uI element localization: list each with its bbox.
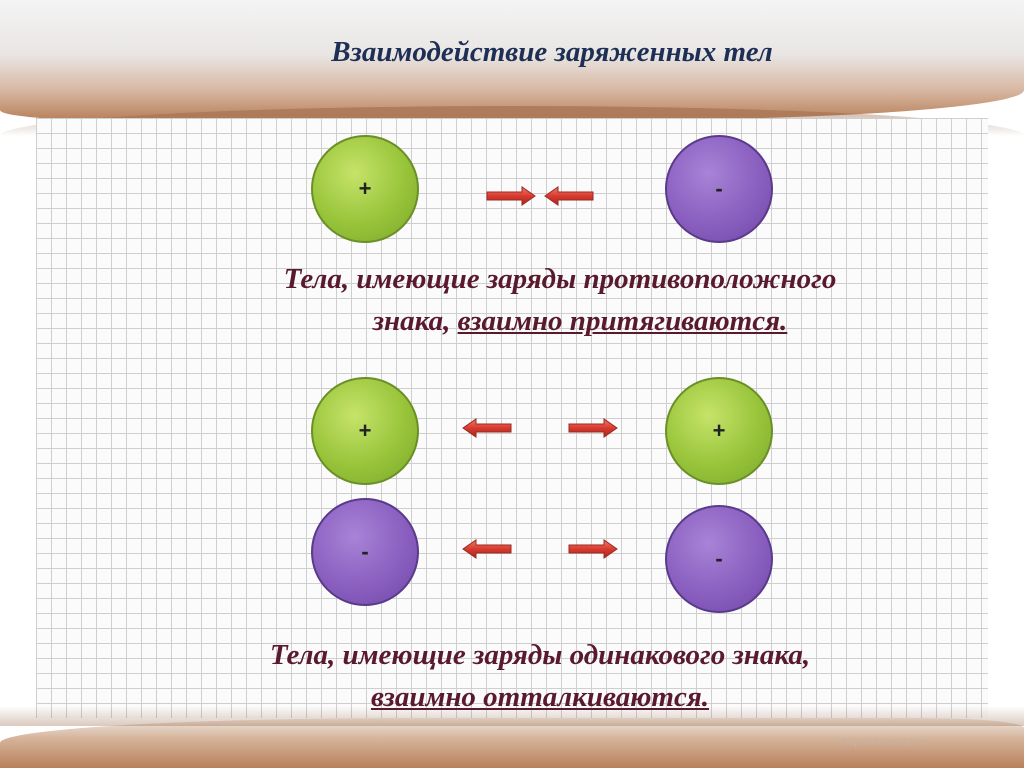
watermark-url: http://aka.ucoz.ru (842, 736, 927, 748)
arrow-left-icon (462, 539, 512, 559)
arrow-left-icon (544, 186, 594, 206)
plus-sign: + (712, 418, 726, 443)
arrow-right-icon (568, 539, 618, 559)
positive-charge-ball: + (311, 377, 419, 485)
positive-charge-ball: + (311, 135, 419, 243)
repulsion-caption-underlined: взаимно отталкиваются. (370, 681, 710, 713)
minus-sign: - (715, 176, 723, 201)
arrow-left-icon (462, 418, 512, 438)
attraction-caption: Тела, имеющие заряды противоположного зн… (210, 258, 910, 342)
arrow-right-icon (568, 418, 618, 438)
attraction-caption-line2: знака, взаимно притягиваются. (210, 300, 910, 342)
arrow-right-icon (486, 186, 536, 206)
negative-charge-ball: - (311, 498, 419, 606)
negative-charge-ball: - (665, 505, 773, 613)
repulsion-caption-line2: взаимно отталкиваются. (170, 676, 910, 718)
positive-charge-ball: + (665, 377, 773, 485)
bottom-decorative-band (0, 706, 1024, 768)
minus-sign: - (361, 539, 369, 564)
minus-sign: - (715, 546, 723, 571)
slide-title: Взаимодействие заряженных тел (331, 36, 773, 68)
plus-sign: + (358, 418, 372, 443)
attraction-caption-underlined: взаимно притягиваются. (457, 305, 788, 337)
plus-sign: + (358, 176, 372, 201)
attraction-caption-line1: Тела, имеющие заряды противоположного (283, 263, 837, 295)
attraction-caption-plain: знака, (372, 305, 458, 337)
grid-background (36, 118, 988, 718)
negative-charge-ball: - (665, 135, 773, 243)
repulsion-caption-line1: Тела, имеющие заряды одинакового знака, (269, 639, 811, 671)
repulsion-caption: Тела, имеющие заряды одинакового знака, … (170, 634, 910, 718)
